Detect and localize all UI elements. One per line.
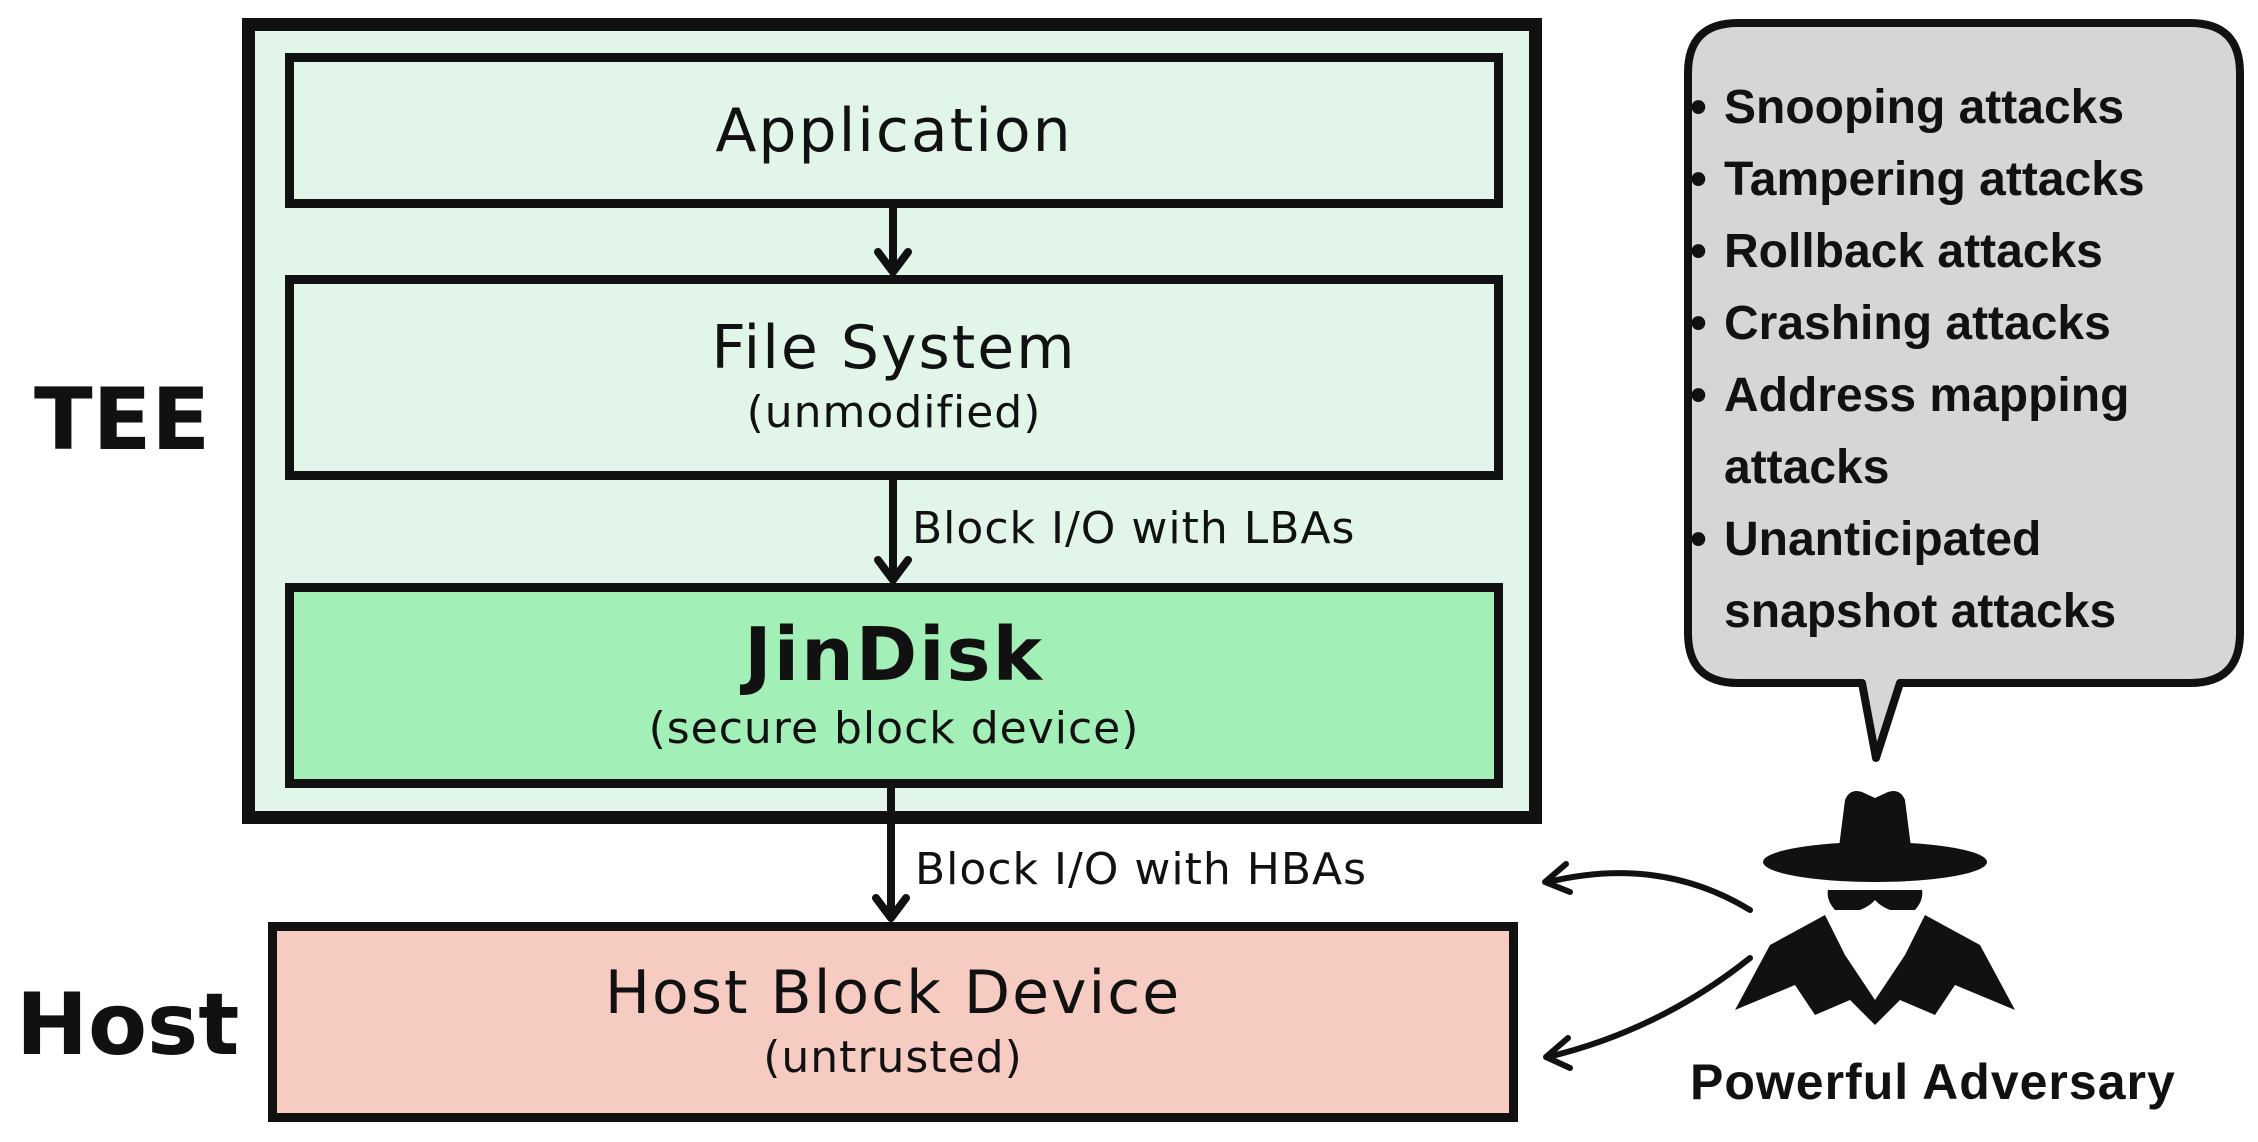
attack-item: Unanticipated bbox=[1690, 504, 2145, 576]
attack-item: Crashing attacks bbox=[1690, 288, 2145, 360]
attack-item: Tampering attacks bbox=[1690, 144, 2145, 216]
attack-arrow-upper-head bbox=[1542, 861, 1573, 895]
attack-list: Snooping attacks Tampering attacks Rollb… bbox=[1690, 72, 2145, 648]
spy-icon bbox=[1735, 791, 2015, 1025]
edge-label-hbas: Block I/O with HBAs bbox=[915, 844, 1368, 895]
adversary-arrows bbox=[1542, 861, 1753, 1071]
attack-arrow-lower bbox=[1545, 955, 1753, 1060]
host-label: Host bbox=[16, 975, 240, 1075]
jindisk-title: JinDisk bbox=[744, 612, 1044, 699]
attack-arrow-upper bbox=[1545, 870, 1753, 913]
host-block-device: Host Block Device (untrusted) bbox=[268, 922, 1518, 1122]
attack-item: Snooping attacks bbox=[1690, 72, 2145, 144]
arrow-app-to-fs bbox=[874, 204, 912, 276]
adversary-label: Powerful Adversary bbox=[1690, 1054, 2176, 1110]
tee-label: TEE bbox=[34, 370, 211, 470]
file-system-layer: File System (unmodified) bbox=[285, 275, 1503, 480]
jindisk-layer: JinDisk (secure block device) bbox=[285, 583, 1503, 788]
host-device-subtitle: (untrusted) bbox=[763, 1031, 1023, 1083]
attack-item: Address mapping bbox=[1690, 360, 2145, 432]
application-layer: Application bbox=[285, 53, 1503, 208]
file-system-title: File System bbox=[711, 313, 1077, 384]
file-system-subtitle: (unmodified) bbox=[746, 387, 1042, 439]
attack-arrow-lower-head bbox=[1543, 1035, 1573, 1071]
attack-item: Rollback attacks bbox=[1690, 216, 2145, 288]
edge-label-lbas: Block I/O with LBAs bbox=[912, 503, 1356, 554]
application-title: Application bbox=[715, 95, 1073, 166]
arrow-fs-to-jindisk bbox=[874, 476, 912, 584]
attack-item-continuation: snapshot attacks bbox=[1724, 585, 2117, 638]
jindisk-subtitle: (secure block device) bbox=[648, 702, 1140, 754]
arrow-jindisk-to-host bbox=[872, 784, 910, 922]
host-device-title: Host Block Device bbox=[604, 957, 1182, 1028]
attack-item-continuation: attacks bbox=[1724, 441, 1890, 494]
